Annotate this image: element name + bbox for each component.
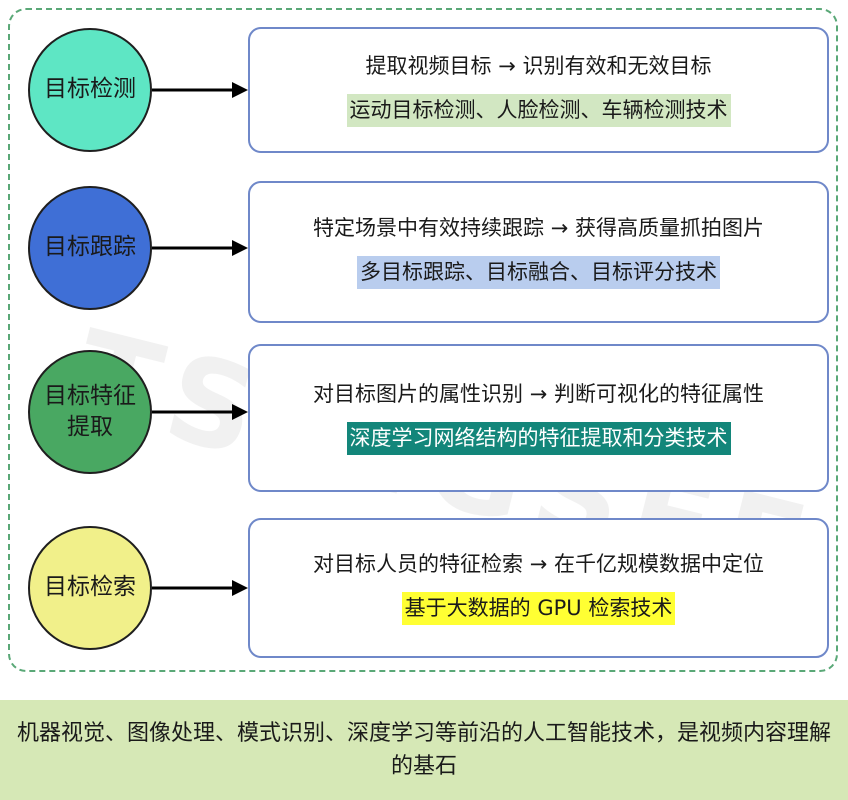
card-description: 对目标人员的特征检索 → 在千亿规模数据中定位 <box>313 551 764 576</box>
arrow-icon <box>152 82 248 98</box>
circle-label: 目标特征提取 <box>44 382 136 440</box>
info-card-target-tracking: 特定场景中有效持续跟踪 → 获得高质量抓拍图片 多目标跟踪、目标融合、目标评分技… <box>248 181 829 323</box>
card-technology: 运动目标检测、人脸检测、车辆检测技术 <box>346 93 731 128</box>
card-description: 对目标图片的属性识别 → 判断可视化的特征属性 <box>313 381 764 406</box>
card-description: 提取视频目标 → 识别有效和无效目标 <box>365 53 712 78</box>
info-card-feature-extraction: 对目标图片的属性识别 → 判断可视化的特征属性 深度学习网络结构的特征提取和分类… <box>248 344 829 492</box>
circle-label: 目标检索 <box>44 574 136 601</box>
info-card-target-detection: 提取视频目标 → 识别有效和无效目标 运动目标检测、人脸检测、车辆检测技术 <box>248 27 829 153</box>
card-technology: 基于大数据的 GPU 检索技术 <box>401 591 676 626</box>
footer-banner: 机器视觉、图像处理、模式识别、深度学习等前沿的人工智能技术，是视频内容理解的基石 <box>0 700 848 800</box>
arrow-icon <box>152 580 248 596</box>
circle-label: 目标检测 <box>44 76 136 103</box>
dashed-frame <box>8 8 838 672</box>
card-technology: 深度学习网络结构的特征提取和分类技术 <box>346 421 731 456</box>
circle-label: 目标跟踪 <box>44 234 136 261</box>
arrow-icon <box>152 404 248 420</box>
circle-feature-extraction: 目标特征提取 <box>28 350 152 474</box>
card-description: 特定场景中有效持续跟踪 → 获得高质量抓拍图片 <box>313 215 764 240</box>
card-technology: 多目标跟踪、目标融合、目标评分技术 <box>357 255 720 290</box>
circle-target-detection: 目标检测 <box>28 28 152 152</box>
arrow-icon <box>152 240 248 256</box>
info-card-target-retrieval: 对目标人员的特征检索 → 在千亿规模数据中定位 基于大数据的 GPU 检索技术 <box>248 518 829 658</box>
circle-target-tracking: 目标跟踪 <box>28 186 152 310</box>
footer-text: 机器视觉、图像处理、模式识别、深度学习等前沿的人工智能技术，是视频内容理解的基石 <box>16 721 831 779</box>
circle-target-retrieval: 目标检索 <box>28 526 152 650</box>
